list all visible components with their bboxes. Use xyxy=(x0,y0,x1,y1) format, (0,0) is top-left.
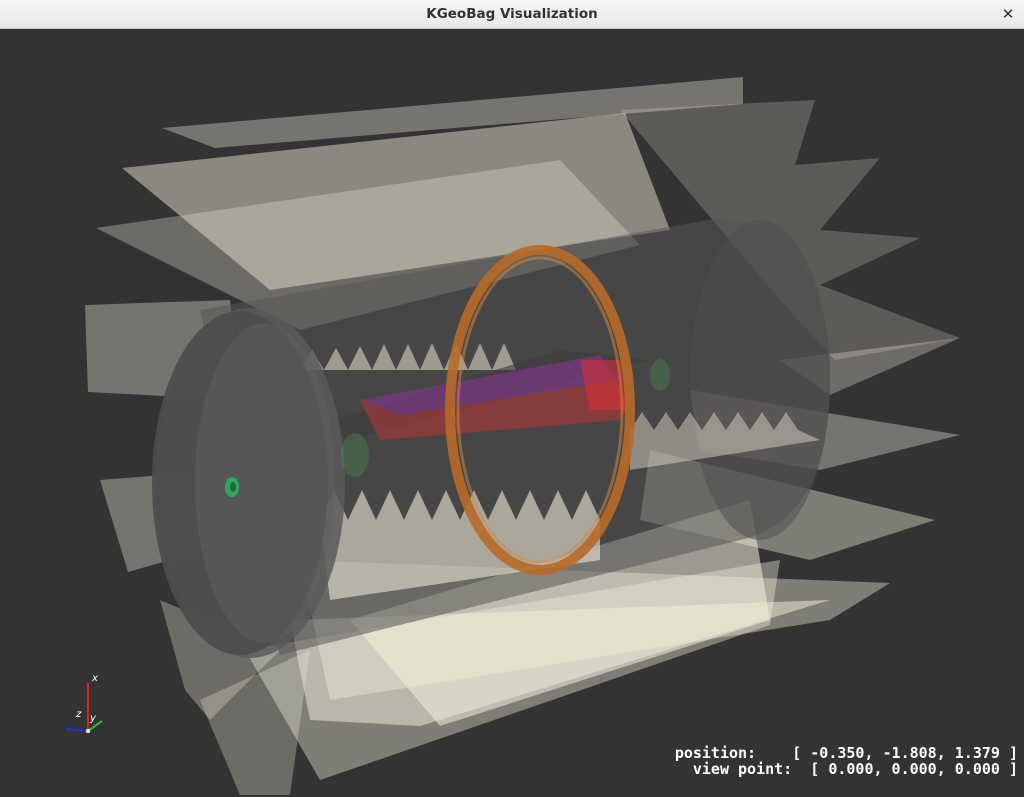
z-axis-line xyxy=(65,728,89,732)
x-axis-label: x xyxy=(92,673,98,684)
ring-inner xyxy=(456,256,624,564)
3d-viewport[interactable]: x y z position: [ -0.350, -1.808, 1.379 … xyxy=(0,29,1024,797)
plane-upper-right xyxy=(620,100,960,360)
y-axis-line xyxy=(87,720,103,732)
mesh-highlight xyxy=(580,360,625,410)
plane-bottom-left xyxy=(160,600,280,720)
window-title: KGeoBag Visualization xyxy=(426,6,598,22)
camera-readout: position: [ -0.350, -1.808, 1.379 ] view… xyxy=(675,745,1018,777)
electrode-teeth-right xyxy=(630,412,820,470)
y-axis-label: y xyxy=(90,713,96,724)
plane-top-3 xyxy=(96,160,640,330)
green-glow-right xyxy=(650,359,670,391)
position-value: [ -0.350, -1.808, 1.379 ] xyxy=(792,744,1018,762)
cylinder-near-cap-face xyxy=(195,323,335,643)
z-axis-label: z xyxy=(76,709,82,720)
electrode-teeth-lower xyxy=(320,490,600,600)
markers xyxy=(225,359,670,497)
geometry-scene xyxy=(85,77,960,795)
plane-bottom-5 xyxy=(200,650,310,795)
cylinder-far-cap xyxy=(690,220,830,540)
cylinder xyxy=(152,218,830,658)
mesh-red xyxy=(360,355,630,440)
position-label: position: xyxy=(674,744,757,762)
green-glow-left xyxy=(341,433,369,477)
copper-ring xyxy=(445,245,635,575)
plane-top-1 xyxy=(162,77,743,148)
ring-outer xyxy=(445,245,635,575)
viewpoint-label: view point: xyxy=(692,760,793,778)
close-icon[interactable]: ✕ xyxy=(1001,5,1015,23)
inner-wedge xyxy=(300,350,650,440)
green-marker-inner xyxy=(230,482,236,492)
window-titlebar[interactable]: KGeoBag Visualization ✕ xyxy=(0,0,1024,29)
electrode-teeth-upper xyxy=(300,343,540,370)
viewpoint-value: [ 0.000, 0.000, 0.000 ] xyxy=(810,760,1018,778)
mesh-blue xyxy=(360,355,620,415)
axes-origin xyxy=(86,729,90,733)
orientation-axes: x y z xyxy=(60,669,120,749)
wire-mesh xyxy=(360,355,630,440)
